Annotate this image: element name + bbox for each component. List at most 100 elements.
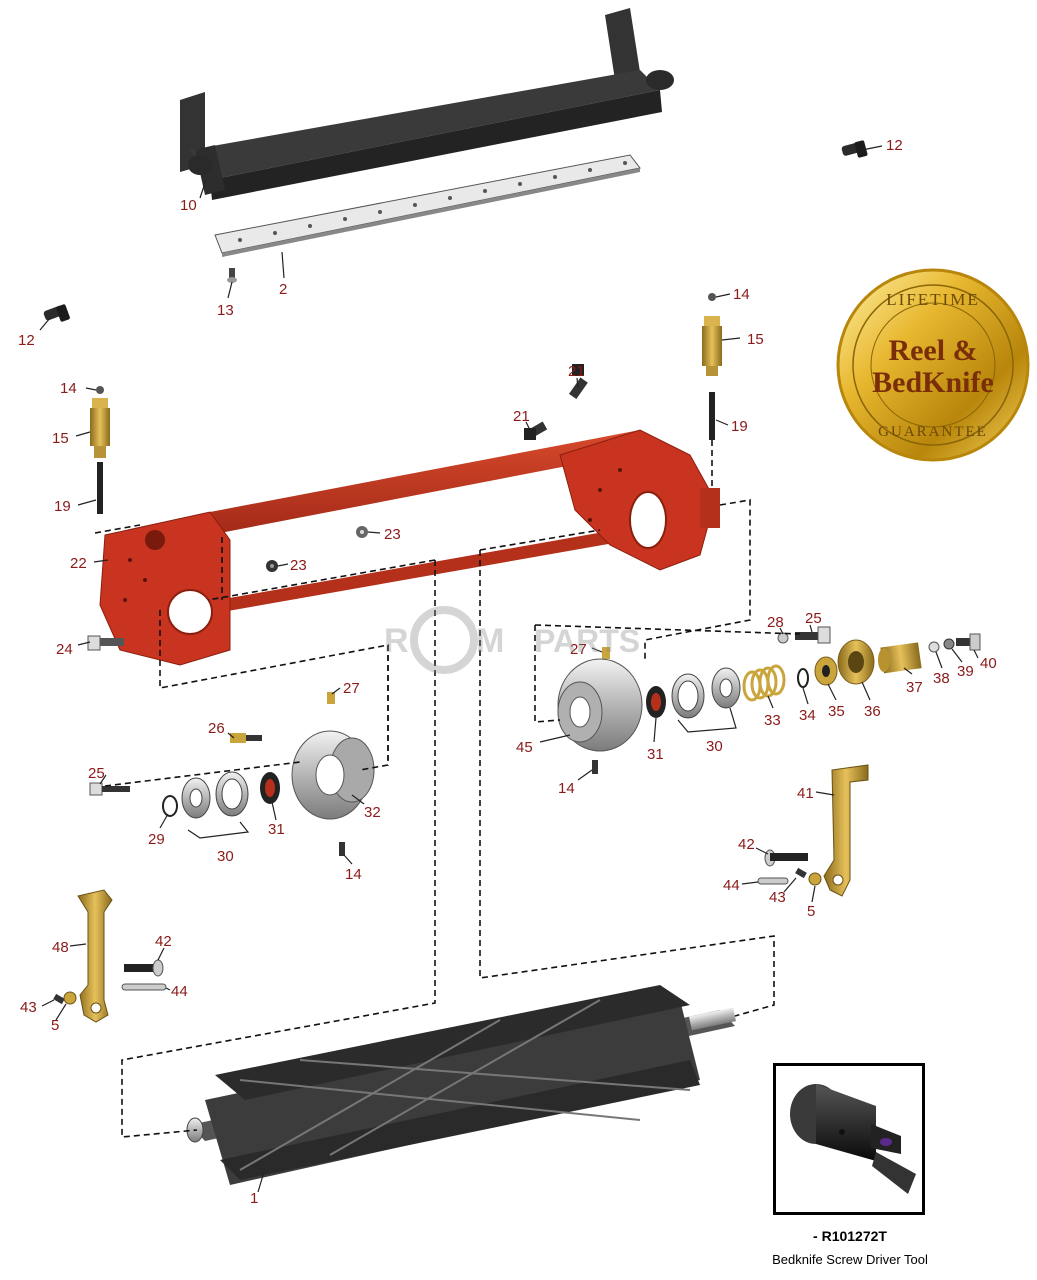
callout-39: 39: [957, 663, 974, 680]
reel-part: [186, 985, 736, 1185]
callout-14-right-housing: 14: [558, 780, 575, 797]
callout-37: 37: [906, 679, 923, 696]
callout-33: 33: [764, 712, 781, 729]
washer-28: [777, 632, 789, 644]
bracket-41: [823, 764, 869, 897]
callout-25-left: 25: [88, 765, 105, 782]
grease-fitting-27-left: [327, 692, 335, 704]
grease-fitting-27-right: [602, 647, 610, 659]
seal-31-right: [646, 686, 666, 718]
part-labels: 10 2 13 12 12 14 15 19 14 15 19 21 21 22…: [18, 137, 997, 1207]
nut-39: [943, 638, 955, 650]
callout-5-right: 5: [807, 903, 815, 920]
bushing-35: [814, 656, 838, 686]
callout-5-left: 5: [51, 1017, 59, 1034]
nut-5-left: [63, 991, 77, 1005]
callout-44-right: 44: [723, 877, 740, 894]
bedbar-part: [180, 8, 674, 200]
leader-lines: [39, 145, 979, 1193]
callout-10: 10: [180, 197, 197, 214]
bolt-21-lower: [524, 421, 548, 440]
callout-32: 32: [364, 804, 381, 821]
pin-42-left: [124, 959, 164, 977]
callout-41: 41: [797, 785, 814, 802]
callout-1: 1: [250, 1190, 258, 1207]
callout-44-left: 44: [171, 983, 188, 1000]
callout-24: 24: [56, 641, 73, 658]
capscrew-12-left: [43, 304, 70, 322]
bolt-21-upper: [568, 364, 588, 400]
washer-34: [797, 668, 809, 688]
callout-14-left: 14: [60, 380, 77, 397]
callout-22: 22: [70, 555, 87, 572]
seal-31-left: [260, 772, 280, 804]
seal-line1: Reel &: [888, 334, 977, 367]
screw-14-left-housing: [339, 842, 345, 856]
seal-line2: BedKnife: [872, 366, 994, 399]
callout-43-left: 43: [20, 999, 37, 1016]
callout-40: 40: [980, 655, 997, 672]
pin-42-right: [764, 849, 808, 867]
callout-48: 48: [52, 939, 69, 956]
pin-44-left: [121, 983, 167, 991]
callout-2: 2: [279, 281, 287, 298]
pin-44-right: [757, 877, 789, 885]
screw-14-right-housing: [592, 760, 598, 774]
bearing-30-right: [671, 667, 741, 719]
callout-12-left: 12: [18, 332, 35, 349]
callout-12-right: 12: [886, 137, 903, 154]
callout-21-upper: 21: [568, 363, 585, 380]
screw-13: [227, 268, 237, 283]
adjuster-left: [90, 386, 110, 514]
housing-45: [557, 658, 643, 752]
reel-frame-part: [99, 429, 720, 666]
callout-14-left-housing: 14: [345, 866, 362, 883]
seal-top-text: LIFETIME: [886, 290, 979, 309]
nut-5-right: [808, 872, 822, 886]
callout-21-lower: 21: [513, 408, 530, 425]
callout-45: 45: [516, 739, 533, 756]
nut-23-a: [356, 526, 368, 538]
callout-43-right: 43: [769, 889, 786, 906]
callout-31-right: 31: [647, 746, 664, 763]
nut-23-b: [266, 560, 278, 572]
callout-23-upper: 23: [384, 526, 401, 543]
screw-43-right: [795, 867, 807, 879]
callout-30-right: 30: [706, 738, 723, 755]
grease-fitting-26: [230, 733, 262, 743]
callout-13: 13: [217, 302, 234, 319]
callout-30-left: 30: [217, 848, 234, 865]
callout-28: 28: [767, 614, 784, 631]
adjuster-right: [702, 293, 722, 440]
cup-36: [837, 639, 875, 685]
callout-42-right: 42: [738, 836, 755, 853]
callout-27-right: 27: [570, 641, 587, 658]
snap-ring-29: [162, 795, 178, 817]
bedknife-part: [214, 154, 641, 257]
tool-description: Bedknife Screw Driver Tool: [772, 1252, 928, 1267]
bracket-48: [77, 889, 113, 1023]
callout-25-right: 25: [805, 610, 822, 627]
callout-19-left: 19: [54, 498, 71, 515]
callout-31-left: 31: [268, 821, 285, 838]
assembly-lines: [94, 440, 801, 1138]
watermark-r: R: [384, 622, 409, 660]
tool-part-number: - R101272T: [813, 1228, 887, 1244]
callout-27-left: 27: [343, 680, 360, 697]
guarantee-seal: LIFETIME Reel & BedKnife GUARANTEE: [836, 268, 1030, 462]
watermark-parts: PARTS: [534, 623, 640, 659]
bolt-25-right: [795, 626, 831, 644]
housing-32: [291, 730, 375, 820]
bearing-30-left: [181, 771, 249, 819]
screw-43-left: [53, 993, 65, 1005]
callout-36: 36: [864, 703, 881, 720]
bolt-25-left: [89, 782, 130, 796]
watermark: R M PARTS: [384, 606, 640, 674]
sleeve-37: [878, 642, 922, 674]
capscrew-12-right: [841, 140, 868, 158]
callout-15-left: 15: [52, 430, 69, 447]
callout-19-right: 19: [731, 418, 748, 435]
callout-23-lower: 23: [290, 557, 307, 574]
seal-bottom-text: GUARANTEE: [878, 424, 988, 440]
